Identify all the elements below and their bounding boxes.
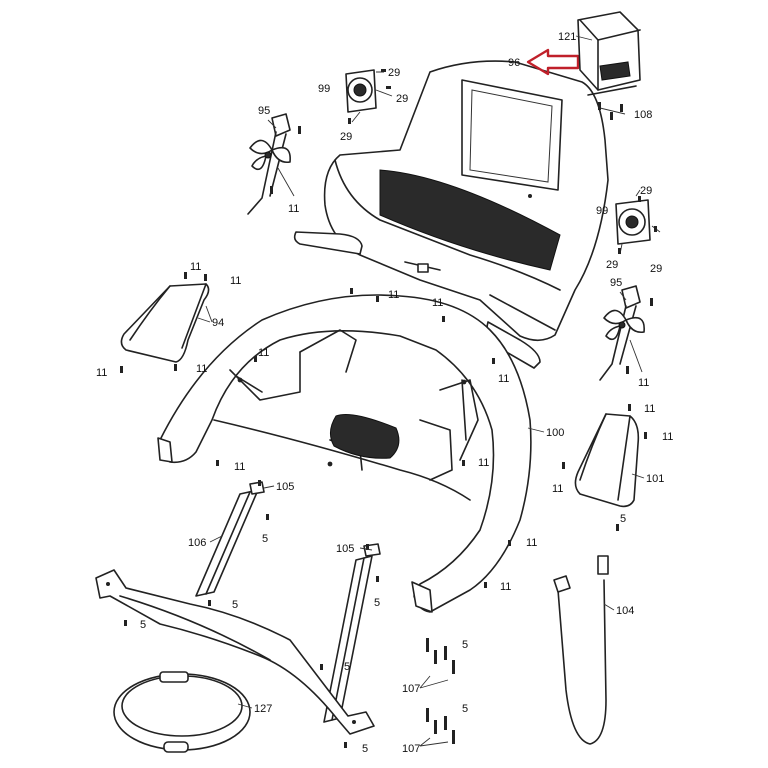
tablet-holder-121 [577,11,641,96]
fasteners [124,288,511,748]
label-11: 11 [644,403,655,415]
label-11: 11 [500,581,511,593]
label-11: 11 [662,431,673,443]
upright-right-106 [323,543,381,723]
label-11: 11 [478,457,489,469]
label-11: 11 [258,347,269,359]
label-99-left: 99 [318,83,330,95]
label-105-upper: 105 [276,481,294,493]
label-5: 5 [140,619,146,631]
label-107-upper: 107 [402,683,420,695]
clip [417,263,429,273]
label-11: 11 [388,289,399,301]
screws-108 [598,102,626,120]
label-11: 11 [230,275,241,287]
console-housing-96 [323,60,609,342]
callout-labels: 96 121 108 99 99 95 95 94 100 101 104 10… [96,31,673,755]
fan-right-95 [599,285,653,381]
label-107-lower: 107 [402,743,420,755]
label-105-lower: 105 [336,543,354,555]
label-29: 29 [388,67,400,79]
label-94: 94 [212,317,224,329]
label-5: 5 [362,743,368,755]
label-11: 11 [638,377,649,389]
storage-bin-right-101 [562,404,647,531]
screw-set-107-upper [419,638,455,689]
label-5: 5 [344,661,350,673]
label-5: 5 [462,703,468,715]
label-106: 106 [188,537,206,549]
label-5: 5 [462,639,468,651]
label-11: 11 [234,461,245,473]
console-base-100 [157,294,532,613]
label-5: 5 [232,599,238,611]
label-29: 29 [640,185,652,197]
label-29: 29 [340,131,352,143]
label-95-left: 95 [258,105,270,117]
label-11: 11 [432,297,443,309]
console-grip-left [293,231,363,255]
label-leaders [197,35,645,709]
label-121: 121 [558,31,576,43]
speaker-right-99 [615,189,661,255]
label-11: 11 [196,363,207,375]
label-5: 5 [374,597,380,609]
highlight-arrow-icon [526,48,580,76]
speaker-left-99 [345,69,393,124]
label-5: 5 [620,513,626,525]
label-29: 29 [650,263,662,275]
label-95-right: 95 [610,277,622,289]
label-101: 101 [646,473,664,485]
label-29: 29 [396,93,408,105]
label-99-right: 99 [596,205,608,217]
chest-strap-127 [113,671,251,753]
fan-left-95 [247,113,301,215]
label-11: 11 [288,203,299,215]
label-127: 127 [254,703,272,715]
label-104: 104 [616,605,634,617]
storage-bin-left-94 [120,272,213,373]
label-11: 11 [526,537,537,549]
upright-left-106 [195,481,265,597]
base-frame [95,569,375,735]
screw-set-107-lower [419,708,455,747]
label-11: 11 [498,373,509,385]
label-96: 96 [508,57,520,69]
label-11: 11 [552,483,563,495]
label-108: 108 [634,109,652,121]
label-11: 11 [190,261,201,273]
label-11: 11 [96,367,107,379]
label-29: 29 [606,259,618,271]
label-100: 100 [546,427,564,439]
label-5: 5 [262,533,268,545]
cord-104 [553,555,609,745]
